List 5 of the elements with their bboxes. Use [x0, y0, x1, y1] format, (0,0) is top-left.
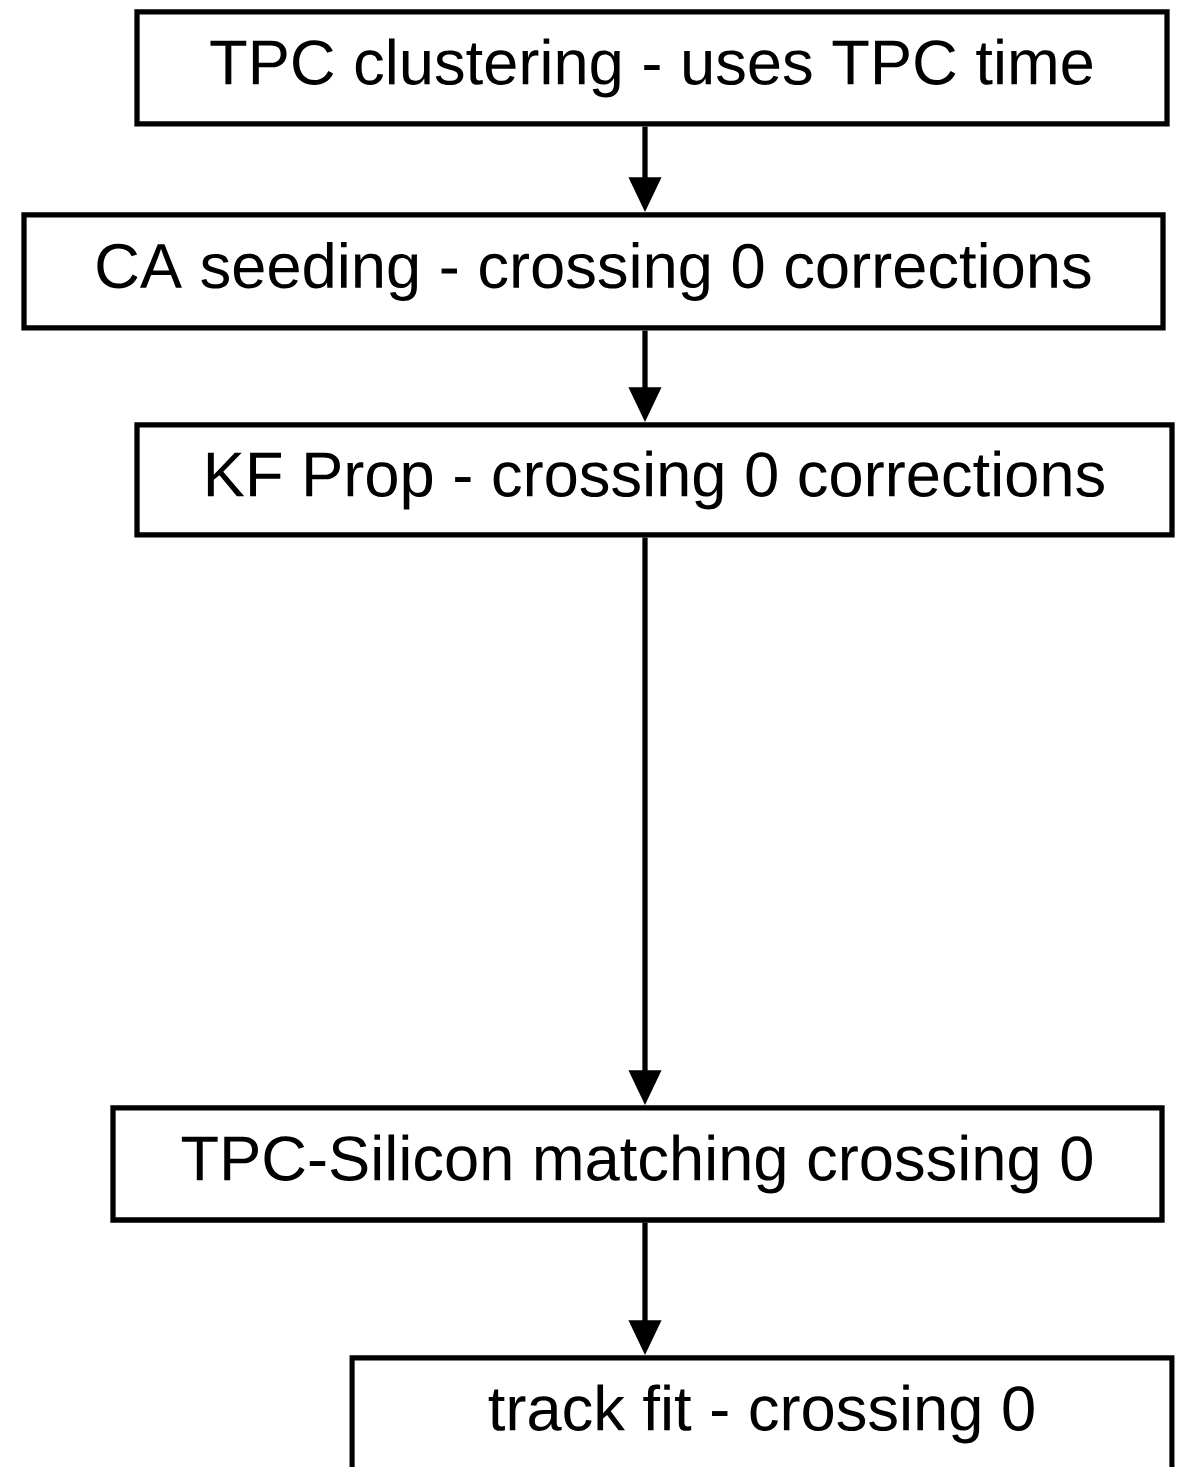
- process-box: KF Prop - crossing 0 corrections: [134, 422, 1175, 538]
- process-box: CA seeding - crossing 0 corrections: [21, 212, 1166, 331]
- process-box: TPC clustering - uses TPC time: [134, 9, 1170, 127]
- process-box: TPC-Silicon matching crossing 0: [110, 1105, 1165, 1223]
- process-box: track fit - crossing 0: [349, 1355, 1175, 1467]
